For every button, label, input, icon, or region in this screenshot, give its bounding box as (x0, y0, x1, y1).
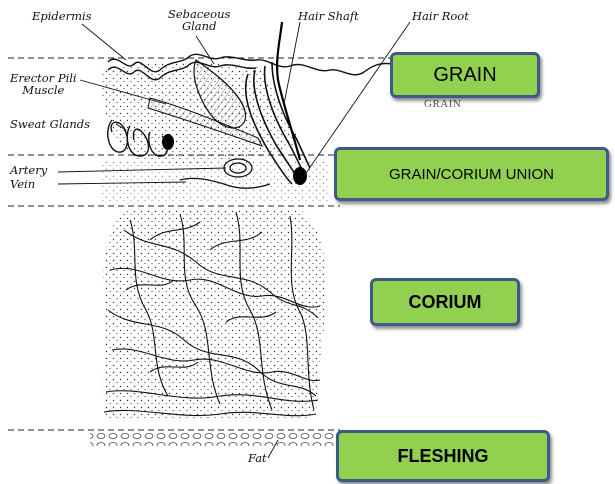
grain-corium-union-box: GRAIN/CORIUM UNION (334, 147, 609, 201)
grain-corium-union-label: GRAIN/CORIUM UNION (389, 166, 554, 183)
label-sweat-glands: Sweat Glands (10, 118, 90, 130)
corium-layer-box: CORIUM (370, 278, 520, 326)
hair-shaft-leader (284, 22, 300, 104)
sebaceous-leader (196, 36, 214, 64)
corium-layer-label: CORIUM (409, 292, 482, 313)
label-hair-root: Hair Root (412, 10, 469, 22)
fleshing-layer-box: FLESHING (336, 430, 550, 482)
grain-layer-label: GRAIN (433, 64, 496, 87)
ghost-grain-text: GRAIN (424, 98, 461, 110)
label-erector-pili-muscle: Erector Pili Muscle (10, 72, 77, 96)
label-artery: Artery (10, 164, 47, 176)
epidermis-leader (82, 24, 126, 60)
fleshing-layer-label: FLESHING (397, 446, 488, 467)
muscle-bulb (162, 134, 174, 150)
grain-layer-box: GRAIN (390, 52, 540, 98)
label-sebaceous-gland: Sebaceous Gland (168, 8, 230, 32)
label-vein: Vein (10, 178, 35, 190)
fat-layer (90, 432, 340, 446)
label-fat: Fat (248, 452, 267, 464)
label-epidermis: Epidermis (32, 10, 92, 22)
union-zone-texture (100, 160, 330, 204)
label-hair-shaft: Hair Shaft (298, 10, 359, 22)
